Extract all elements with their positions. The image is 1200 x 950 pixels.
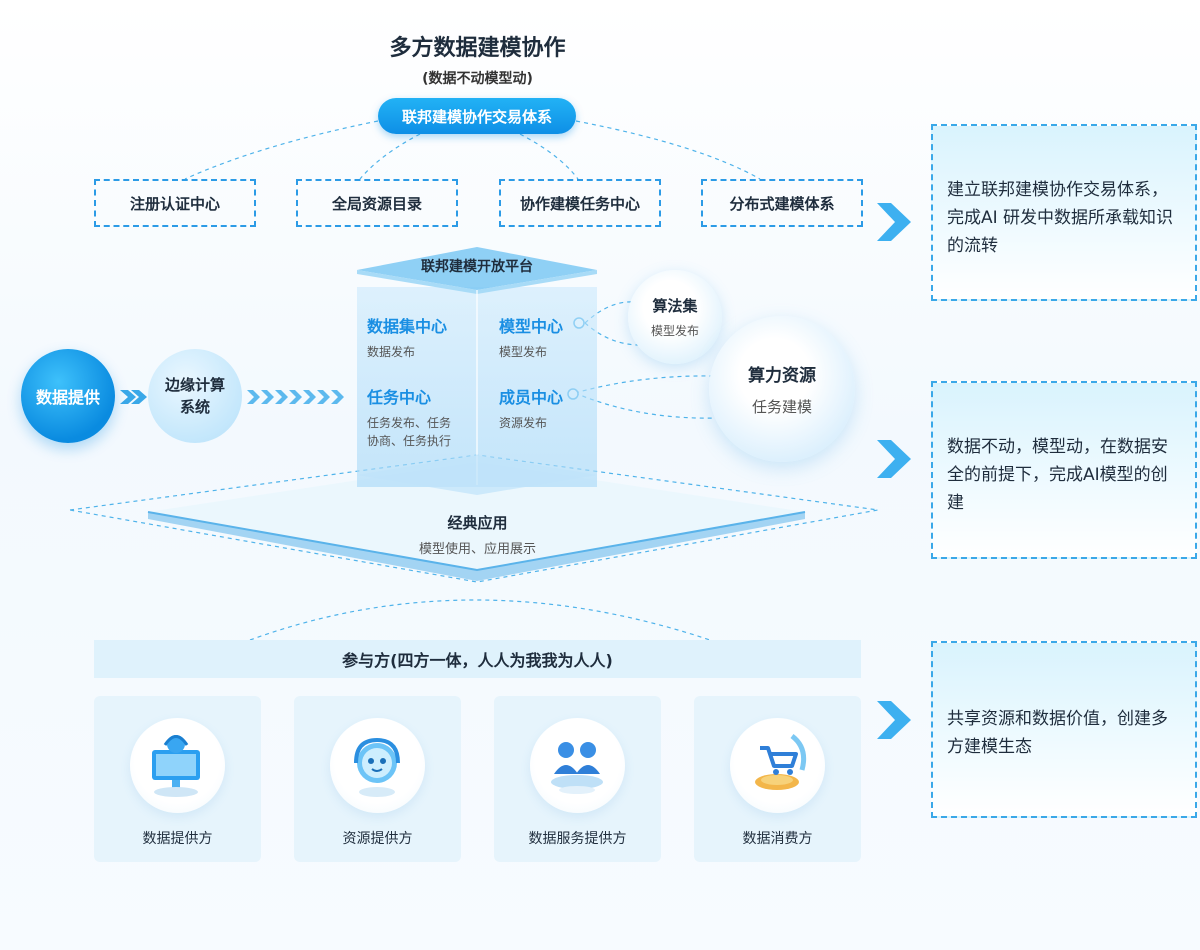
algorithm-set-sub: 模型发布 [650,324,699,338]
monitor-headset-icon [130,718,225,813]
shopping-cart-coin-icon [730,718,825,813]
model-center-title: 模型中心 [499,317,564,336]
page-title: 多方数据建模协作 [389,36,566,61]
compute-resource-sub: 任务建模 [751,398,812,416]
algorithm-set-circle: 算法集 模型发布 [628,270,722,364]
dataset-center-title: 数据集中心 [367,317,448,336]
robot-assistant-icon [330,718,425,813]
participant-label: 数据提供方 [142,831,213,847]
task-center-title: 任务中心 [367,388,432,407]
platform-title: 联邦建模开放平台 [421,259,533,275]
participant-label: 数据消费方 [742,831,813,847]
side-note-1: 建立联邦建模协作交易体系，完成AI 研发中数据所承载知识的流转 [931,124,1197,301]
participant-card-data-provider: 数据提供方 [94,696,261,862]
participant-card-resource-provider: 资源提供方 [294,696,461,862]
data-source-circle: 数据提供 [21,349,115,443]
member-center-title: 成员中心 [499,388,564,407]
side-note-2: 数据不动，模型动，在数据安全的前提下，完成AI模型的创建 [931,381,1197,559]
model-center: 模型中心 模型发布 [499,313,579,361]
chevron-right-icon [877,203,911,241]
top-node-task-center: 协作建模任务中心 [499,179,661,227]
page-subtitle: (数据不动模型动) [422,71,533,87]
participant-card-service-provider: 数据服务提供方 [494,696,661,862]
compute-resource-circle: 算力资源 任务建模 [709,316,855,462]
edge-compute-circle: 边缘计算 系统 [148,349,242,443]
edge-compute-label-1: 边缘计算 [164,376,225,394]
chevron-right-icon [877,440,911,478]
participant-label: 数据服务提供方 [528,831,627,847]
side-note-3: 共享资源和数据价值，创建多方建模生态 [931,641,1197,818]
participants-title: 参与方(四方一体，人人为我我为人人) [342,651,613,670]
algorithm-set-title: 算法集 [652,297,698,315]
participants-bar: 参与方(四方一体，人人为我我为人人) [94,640,861,678]
side-note-2-text: 数据不动，模型动，在数据安全的前提下，完成AI模型的创建 [947,437,1168,513]
member-center: 成员中心 资源发布 [499,384,579,432]
chevron-right-icon [877,701,911,739]
side-note-1-text: 建立联邦建模协作交易体系，完成AI 研发中数据所承载知识的流转 [947,180,1174,256]
participant-label: 资源提供方 [342,831,413,847]
top-node-distributed: 分布式建模体系 [701,179,863,227]
data-source-label: 数据提供 [35,388,100,407]
application-sub: 模型使用、应用展示 [418,542,536,557]
top-node-registration: 注册认证中心 [94,179,256,227]
task-center: 任务中心 任务发布、任务协商、任务执行 [367,384,457,450]
cube-frame [357,247,597,495]
top-node-resource-catalog: 全局资源目录 [296,179,458,227]
team-users-icon [530,718,625,813]
side-note-3-text: 共享资源和数据价值，创建多方建模生态 [947,709,1168,757]
system-pill: 联邦建模协作交易体系 [378,98,576,134]
member-center-sub: 资源发布 [499,416,548,430]
dataset-center: 数据集中心 数据发布 [367,313,477,361]
task-center-sub: 任务发布、任务协商、任务执行 [367,416,452,448]
participant-card-data-consumer: 数据消费方 [694,696,861,862]
model-center-sub: 模型发布 [499,345,548,359]
dataset-center-sub: 数据发布 [367,345,416,359]
edge-compute-label-2: 系统 [179,398,210,416]
compute-resource-title: 算力资源 [748,366,816,386]
application-title: 经典应用 [447,514,508,532]
